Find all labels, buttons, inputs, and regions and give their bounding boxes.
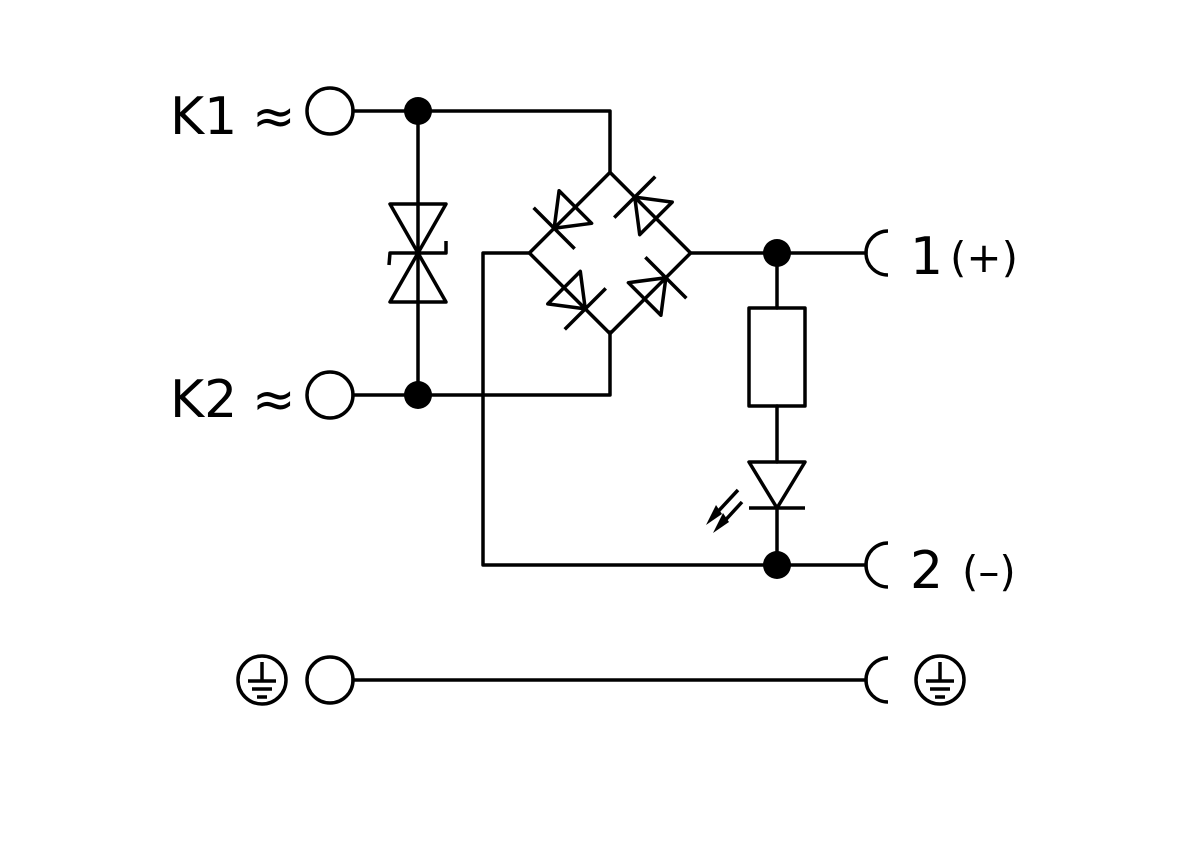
terminal-k1 (305, 86, 355, 136)
resistor-icon (747, 306, 807, 408)
junction-dot (404, 381, 432, 409)
terminal-label-k1: K1 (170, 87, 237, 147)
led-icon (706, 460, 807, 533)
bridge-rectifier-icon (527, 170, 693, 336)
output-label-1: 1 (910, 227, 943, 287)
tvs-diode-icon (387, 202, 448, 304)
socket-2 (864, 541, 889, 589)
ac-symbol-k2: ≈ (252, 370, 296, 430)
output-polarity-plus: (+) (950, 233, 1018, 282)
junction-dot (404, 97, 432, 125)
output-label-2: 2 (910, 541, 943, 601)
terminal-label-k2: K2 (170, 370, 237, 430)
socket-1 (864, 229, 889, 277)
junction-dot (763, 239, 791, 267)
junction-dot (763, 551, 791, 579)
ground-icon (236, 654, 288, 706)
output-polarity-minus: (–) (962, 547, 1016, 596)
socket-pe (864, 656, 889, 704)
ground-icon (914, 654, 966, 706)
terminal-k2 (305, 370, 355, 420)
terminal-pe-in (305, 655, 355, 705)
ac-symbol-k1: ≈ (252, 87, 296, 147)
